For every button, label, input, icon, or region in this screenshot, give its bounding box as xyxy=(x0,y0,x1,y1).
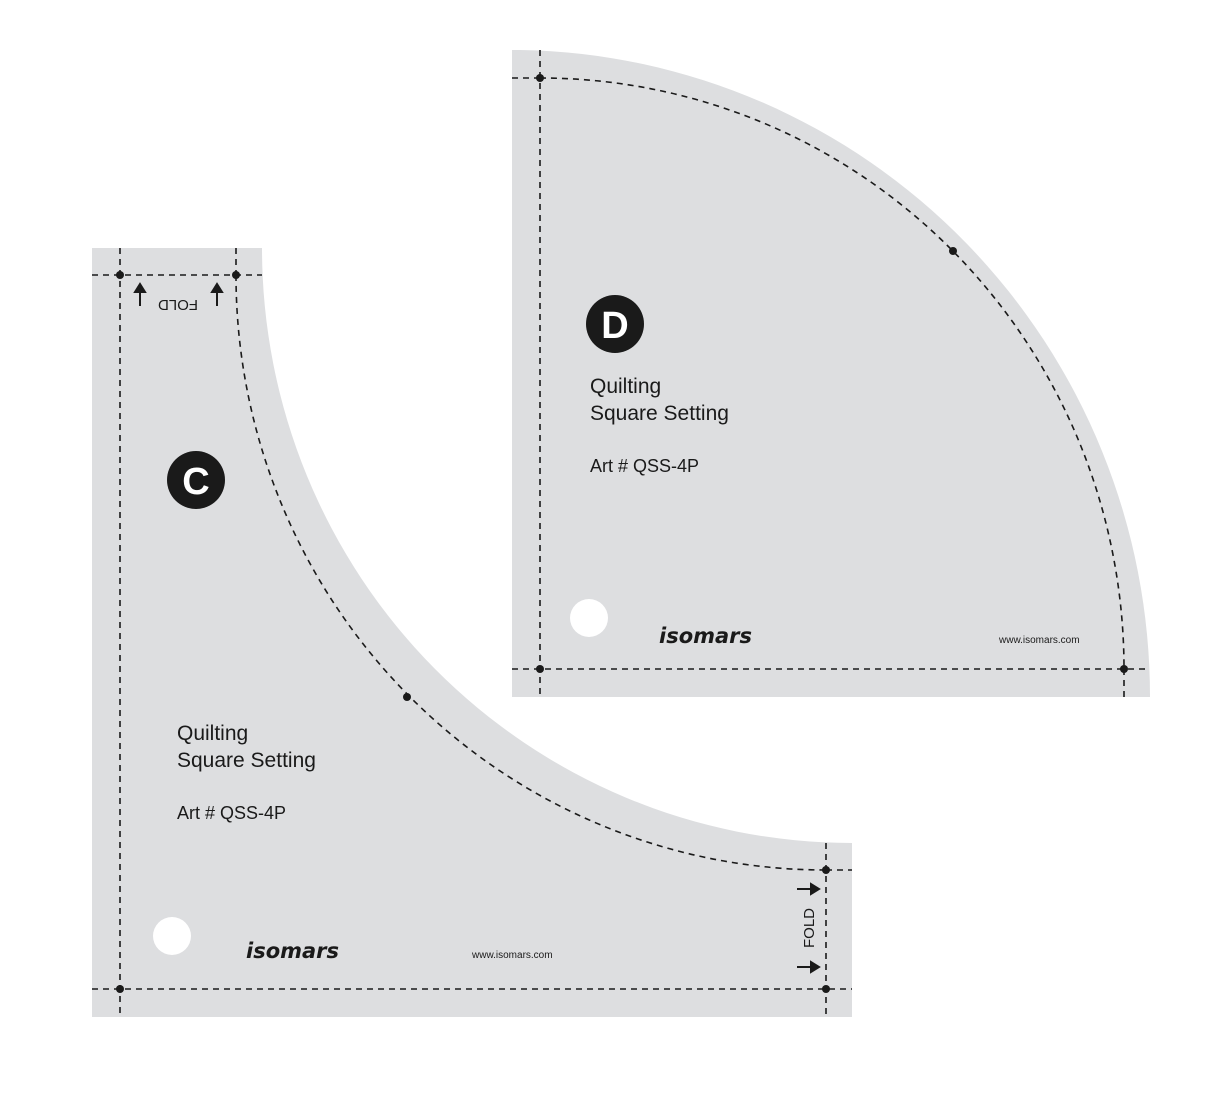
template-d-seam-lines xyxy=(512,50,1150,697)
fold-arrow-right-icon xyxy=(797,960,821,974)
template-c-shape xyxy=(92,248,852,1017)
template-c-title-line2: Square Setting xyxy=(177,749,316,772)
template-d-website: www.isomars.com xyxy=(998,635,1080,646)
template-c-badge: C xyxy=(167,451,225,509)
template-c-brand-logo: isomars xyxy=(246,939,339,963)
template-c-hanging-hole xyxy=(153,917,191,955)
template-d-title-line1: Quilting xyxy=(590,375,661,398)
template-d-markers xyxy=(536,74,1128,673)
fold-arrow-right-icon xyxy=(797,882,821,896)
template-c-badge-letter: C xyxy=(182,461,209,503)
template-d-title-line2: Square Setting xyxy=(590,402,729,425)
template-c-fold-right: FOLD xyxy=(797,882,821,974)
fold-arrow-up-icon xyxy=(210,282,224,306)
template-c: FOLD FOLD C Quilting Square Setting Art … xyxy=(92,248,852,1017)
template-d: D Quilting Square Setting Art # QSS-4P i… xyxy=(512,50,1150,697)
template-d-brand-logo: isomars xyxy=(659,624,752,648)
template-c-fold-label-top: FOLD xyxy=(158,296,198,313)
template-c-fold-top: FOLD xyxy=(133,282,224,313)
template-c-fold-label-right: FOLD xyxy=(801,908,818,948)
template-d-art-number: Art # QSS-4P xyxy=(590,456,699,476)
template-c-markers xyxy=(116,271,830,993)
fold-arrow-up-icon xyxy=(133,282,147,306)
template-c-art-number: Art # QSS-4P xyxy=(177,803,286,823)
template-d-badge-letter: D xyxy=(601,305,628,347)
template-d-hanging-hole xyxy=(570,599,608,637)
template-d-badge: D xyxy=(586,295,644,353)
template-c-website: www.isomars.com xyxy=(471,950,553,961)
template-c-title-line1: Quilting xyxy=(177,722,248,745)
template-d-shape xyxy=(512,50,1150,697)
